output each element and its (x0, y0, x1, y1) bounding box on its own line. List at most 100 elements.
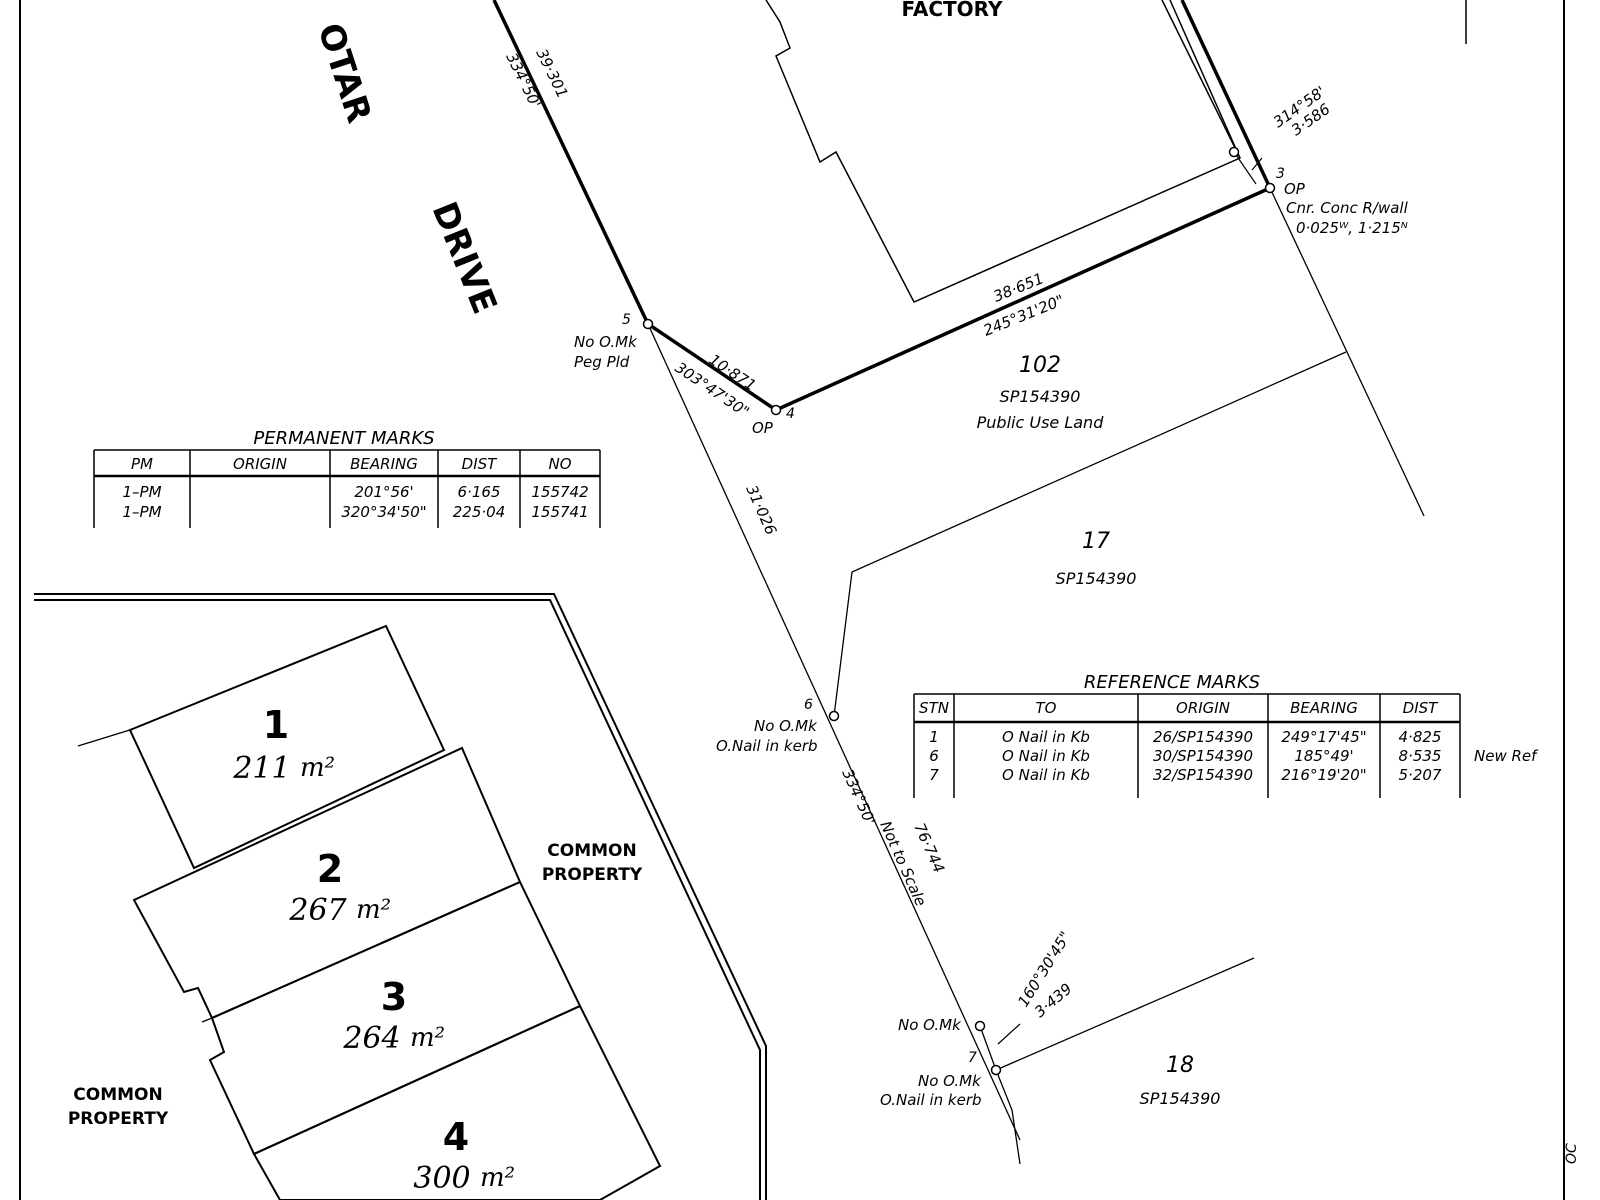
station-3-mark: OP (1284, 180, 1306, 198)
reference-marks-title: REFERENCE MARKS (1084, 672, 1260, 693)
rm-row1-stn: 1 (929, 728, 939, 746)
lot-3-unit: m² (410, 1023, 445, 1053)
parcel-17-lot: 17 (1082, 529, 1110, 554)
rm-header-bearing: BEARING (1290, 699, 1358, 717)
pm-row1-bearing: 201°56' (354, 483, 413, 501)
lot-1-area: 211 (232, 751, 290, 786)
rm-row2-origin: 30/SP154390 (1153, 747, 1253, 765)
rm-header-dist: DIST (1403, 699, 1439, 717)
line-6-7-distance: 76·744 (910, 820, 948, 875)
lot-3-extension-line (201, 1017, 213, 1023)
pm-header-dist: DIST (462, 455, 498, 473)
pm-row1-no: 155742 (531, 483, 588, 501)
rm-row1-origin: 26/SP154390 (1153, 728, 1253, 746)
station-7-desc1: No O.Mk (918, 1072, 982, 1090)
station-7a-desc1: No O.Mk (898, 1016, 962, 1034)
station-6-desc1: No O.Mk (754, 717, 818, 735)
pm-row1-pm: 1–PM (122, 483, 161, 501)
rm-header-origin: ORIGIN (1176, 699, 1230, 717)
rm-row3-to: O Nail in Kb (1002, 766, 1090, 784)
road-name-part2: DRIVE (424, 196, 505, 319)
road-alignment-line (647, 323, 1021, 1141)
parcel-18-lot: 18 (1166, 1053, 1194, 1078)
factory-right-wall (1161, 0, 1241, 159)
station-3-desc1: Cnr. Conc R/wall (1286, 199, 1409, 217)
rm-header-stn: STN (919, 699, 949, 717)
rm-row2-to: O Nail in Kb (1002, 747, 1090, 765)
rm-row2-stn: 6 (929, 747, 939, 765)
parcel-18-plan: SP154390 (1140, 1089, 1221, 1108)
corner-3-arrow (1251, 157, 1263, 171)
lot-2-area: 267 (288, 893, 347, 928)
reference-marks-table: REFERENCE MARKS STN TO ORIGIN BEARING DI… (913, 672, 1539, 798)
line-5-6-distance: 31·026 (742, 482, 780, 537)
pm-header-bearing: BEARING (350, 455, 418, 473)
pm-row2-dist: 225·04 (453, 503, 506, 521)
parcel-17-west-line (833, 571, 853, 717)
rm-row2-dist: 8·535 (1399, 747, 1442, 765)
lot-2-unit: m² (356, 895, 391, 925)
building-label: FACTORY (902, 0, 1003, 21)
parcel-102-desc: Public Use Land (977, 413, 1105, 432)
permanent-marks-table: PERMANENT MARKS PM ORIGIN BEARING DIST N… (93, 428, 601, 528)
lot-1-unit: m² (300, 753, 335, 783)
station-3-number: 3 (1276, 166, 1285, 182)
rm-header-to: TO (1036, 699, 1057, 717)
parcel-102-lot: 102 (1019, 353, 1061, 378)
road-name-part1: OTAR (309, 18, 379, 127)
station-6-marker (828, 710, 840, 722)
station-7-desc2: O.Nail in kerb (880, 1091, 982, 1109)
common-property-right-line2: PROPERTY (542, 865, 643, 885)
station-5-marker (642, 318, 654, 330)
factory-building-outline (765, 0, 1241, 303)
lot-1-number: 1 (263, 703, 289, 747)
scheme-boundary-inner (34, 599, 761, 1200)
pm-row2-pm: 1–PM (122, 503, 161, 521)
lot-2-number: 2 (317, 847, 343, 891)
lot-4-outline (252, 1004, 662, 1200)
station-7-number: 7 (968, 1050, 977, 1066)
rm-row3-bearing: 216°19'20" (1281, 766, 1366, 784)
boundary-line-lower (995, 1069, 1021, 1165)
station-5-desc1: No O.Mk (574, 333, 638, 351)
pm-row1-dist: 6·165 (458, 483, 501, 501)
station-6-number: 6 (804, 697, 813, 713)
common-property-left-line1: COMMON (73, 1085, 162, 1105)
rm-row1-dist: 4·825 (1399, 728, 1442, 746)
line-6-7-bearing: 334°50' (838, 766, 879, 828)
lot-1-extension-line (77, 729, 131, 747)
lot-4-area: 300 (413, 1161, 470, 1196)
pm-row2-bearing: 320°34'50" (341, 503, 426, 521)
pm-row2-no: 155741 (531, 503, 588, 521)
pm-header-no: NO (548, 455, 571, 473)
station-3-desc2: 0·025ᵂ, 1·215ᴺ (1296, 219, 1408, 237)
lot-4-number: 4 (443, 1115, 469, 1159)
rm-row3-origin: 32/SP154390 (1153, 766, 1253, 784)
common-property-left-line2: PROPERTY (68, 1109, 169, 1129)
edge-mark: OC (1564, 1143, 1580, 1164)
lot-4-unit: m² (480, 1163, 515, 1193)
lot-3-number: 3 (381, 975, 407, 1019)
common-property-right-line1: COMMON (547, 841, 636, 861)
parcel-102-plan: SP154390 (1000, 387, 1081, 406)
station-6-desc2: O.Nail in kerb (716, 737, 818, 755)
lot-1-outline (128, 624, 446, 870)
permanent-marks-title: PERMANENT MARKS (253, 428, 434, 449)
station-3-marker (1264, 182, 1276, 194)
rm-new-ref-note: New Ref (1474, 747, 1539, 765)
scheme-boundary-outer (34, 593, 767, 1200)
rm-row3-dist: 5·207 (1399, 766, 1442, 784)
station-4-number: 4 (786, 406, 795, 422)
station-7-marker (990, 1064, 1002, 1076)
station-5-desc2: Peg Pld (574, 353, 630, 371)
station-3a-marker (1228, 146, 1240, 158)
pm-header-origin: ORIGIN (233, 455, 287, 473)
rm-row1-to: O Nail in Kb (1002, 728, 1090, 746)
station-4-mark: OP (752, 419, 774, 437)
parcel-17-plan: SP154390 (1056, 569, 1137, 588)
parcel-102-right-line (1269, 187, 1425, 517)
rm-row1-bearing: 249°17'45" (1281, 728, 1366, 746)
station-7a-marker (974, 1020, 986, 1032)
